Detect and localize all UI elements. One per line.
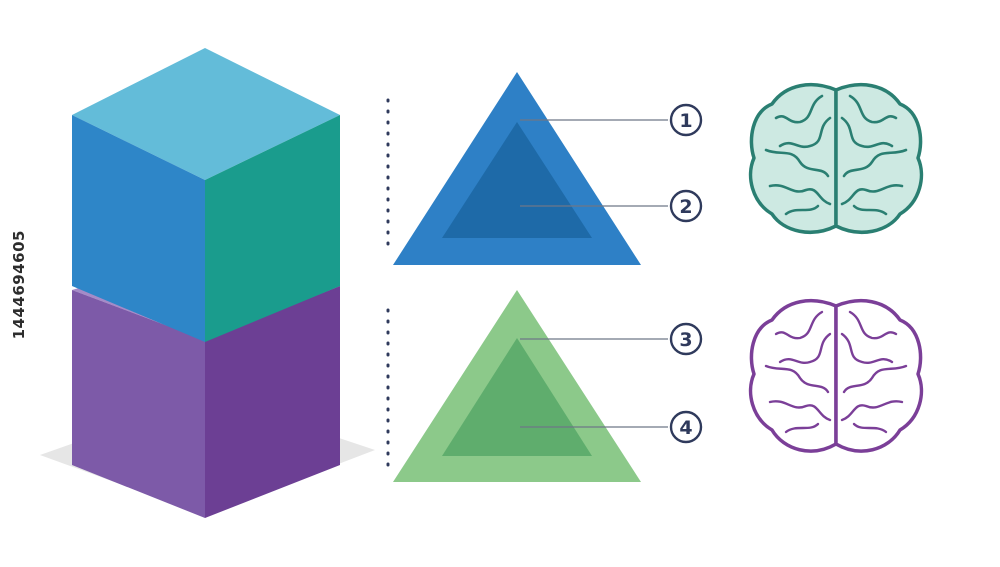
marker-2-label: 2 [679, 196, 692, 218]
brain-teal-right-hemisphere [834, 82, 924, 234]
stacked-cubes [40, 48, 375, 518]
cube-top-face [72, 48, 340, 180]
side-id-strip: 1444694605 [4, 100, 34, 470]
marker-3-label: 3 [679, 329, 692, 351]
brain-teal-folds [764, 94, 908, 216]
cube-right-face [205, 115, 340, 342]
purple-box-right [205, 286, 340, 518]
blue-triangle-inner [442, 122, 592, 238]
blue-triangle [393, 72, 641, 265]
leader-lines [520, 119, 668, 428]
brain-teal-icon [748, 82, 924, 234]
marker-4-label: 4 [679, 417, 692, 439]
brain-purple-folds [764, 310, 908, 434]
brain-teal-left-hemisphere [748, 82, 838, 234]
cube-front-face [72, 115, 205, 342]
side-id-text: 1444694605 [10, 230, 28, 340]
green-triangle [393, 290, 641, 482]
brain-purple-left-hemisphere [748, 298, 838, 453]
brain-purple-right-hemisphere [834, 298, 924, 453]
marker-2: 2 [669, 189, 703, 223]
marker-1-label: 1 [679, 110, 692, 132]
marker-1: 1 [669, 103, 703, 137]
brain-purple-icon [748, 298, 924, 453]
marker-3: 3 [669, 322, 703, 356]
purple-box-front [72, 290, 205, 518]
marker-4: 4 [669, 410, 703, 444]
